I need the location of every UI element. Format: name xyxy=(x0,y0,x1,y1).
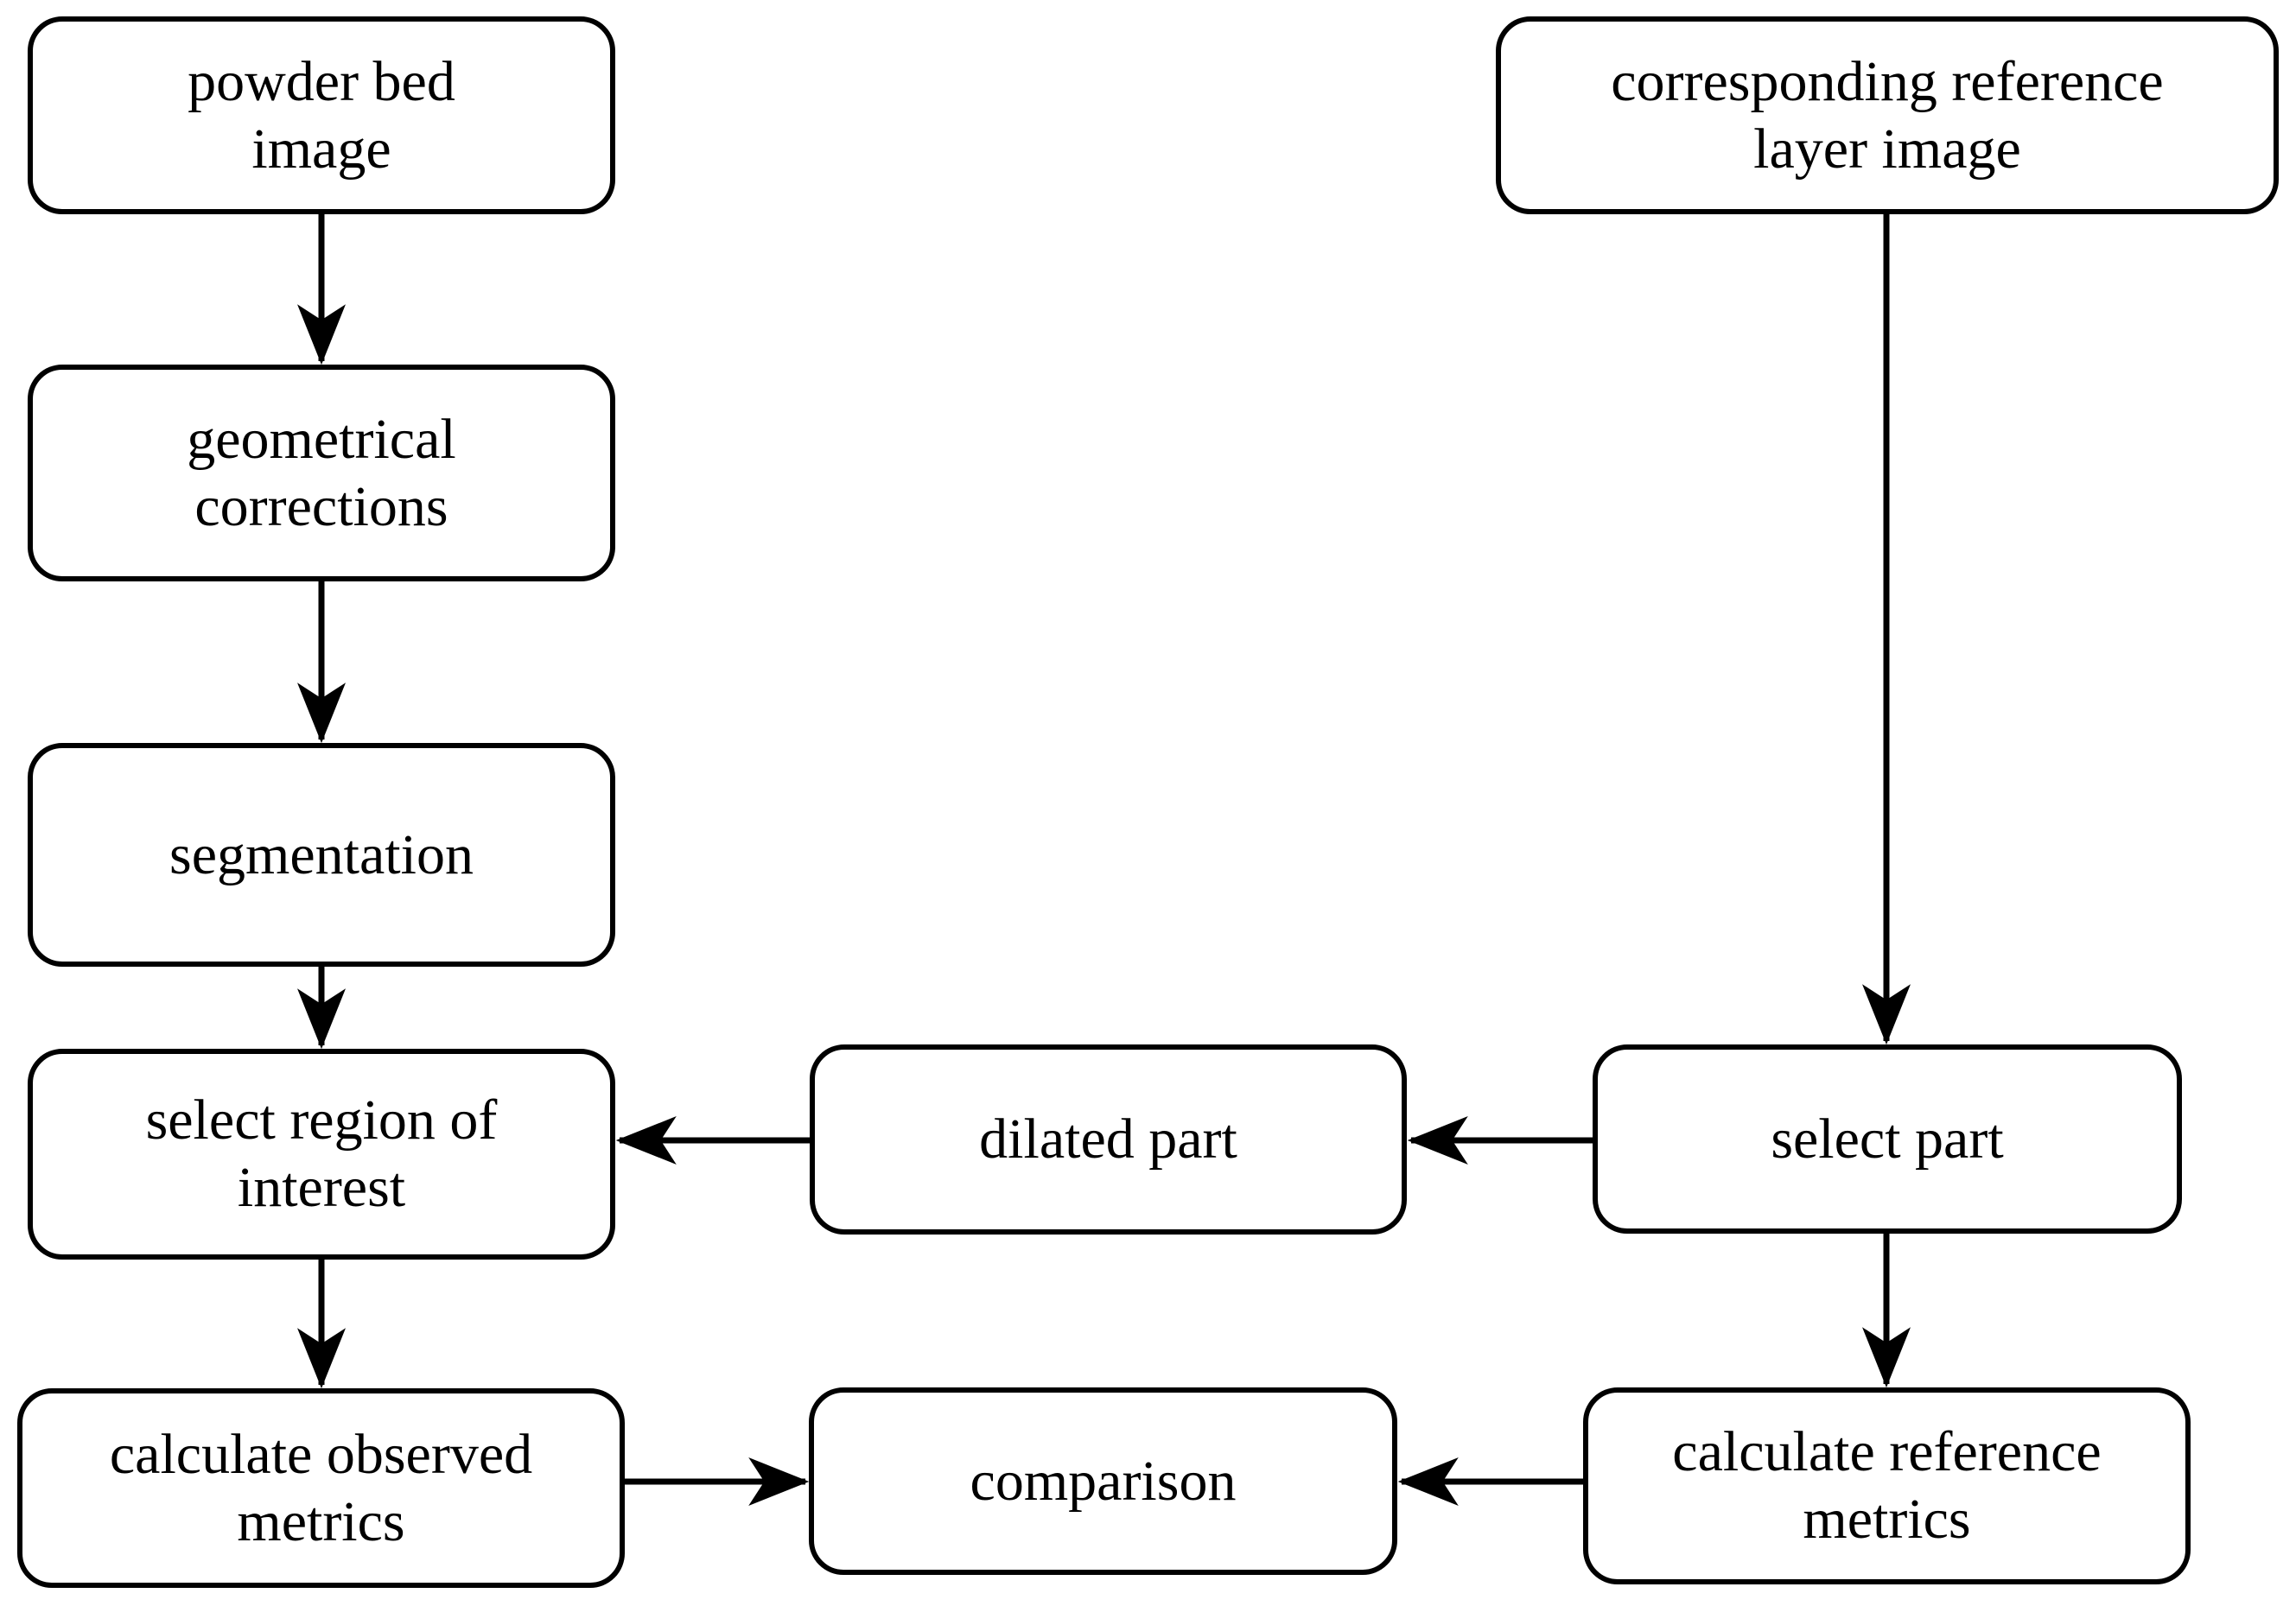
node-label-dilated-part: dilated part xyxy=(979,1108,1237,1171)
node-label-calculate-reference-metrics: calculate reference metrics xyxy=(1672,1420,2102,1551)
node-label-segmentation: segmentation xyxy=(169,822,474,886)
node-geometrical-corrections[interactable]: geometrical corrections xyxy=(28,365,615,581)
node-select-region-of-interest[interactable]: select region of interest xyxy=(28,1049,615,1260)
node-label-geometrical-corrections: geometrical corrections xyxy=(187,407,456,538)
node-powder-bed-image[interactable]: powder bed image xyxy=(28,16,615,214)
node-label-comparison: comparison xyxy=(970,1449,1237,1513)
node-dilated-part[interactable]: dilated part xyxy=(810,1044,1407,1235)
node-comparison[interactable]: comparison xyxy=(809,1387,1397,1575)
node-label-select-region-of-interest: select region of interest xyxy=(145,1089,498,1219)
node-reference-layer-image[interactable]: corresponding reference layer image xyxy=(1496,16,2279,214)
node-label-powder-bed-image: powder bed image xyxy=(188,49,455,181)
node-calculate-reference-metrics[interactable]: calculate reference metrics xyxy=(1583,1387,2191,1584)
node-segmentation[interactable]: segmentation xyxy=(28,743,615,967)
node-label-reference-layer-image: corresponding reference layer image xyxy=(1611,49,2164,181)
node-calculate-observed-metrics[interactable]: calculate observed metrics xyxy=(17,1388,625,1588)
node-select-part[interactable]: select part xyxy=(1593,1044,2182,1234)
node-label-select-part: select part xyxy=(1771,1107,2004,1171)
node-label-calculate-observed-metrics: calculate observed metrics xyxy=(109,1422,533,1553)
